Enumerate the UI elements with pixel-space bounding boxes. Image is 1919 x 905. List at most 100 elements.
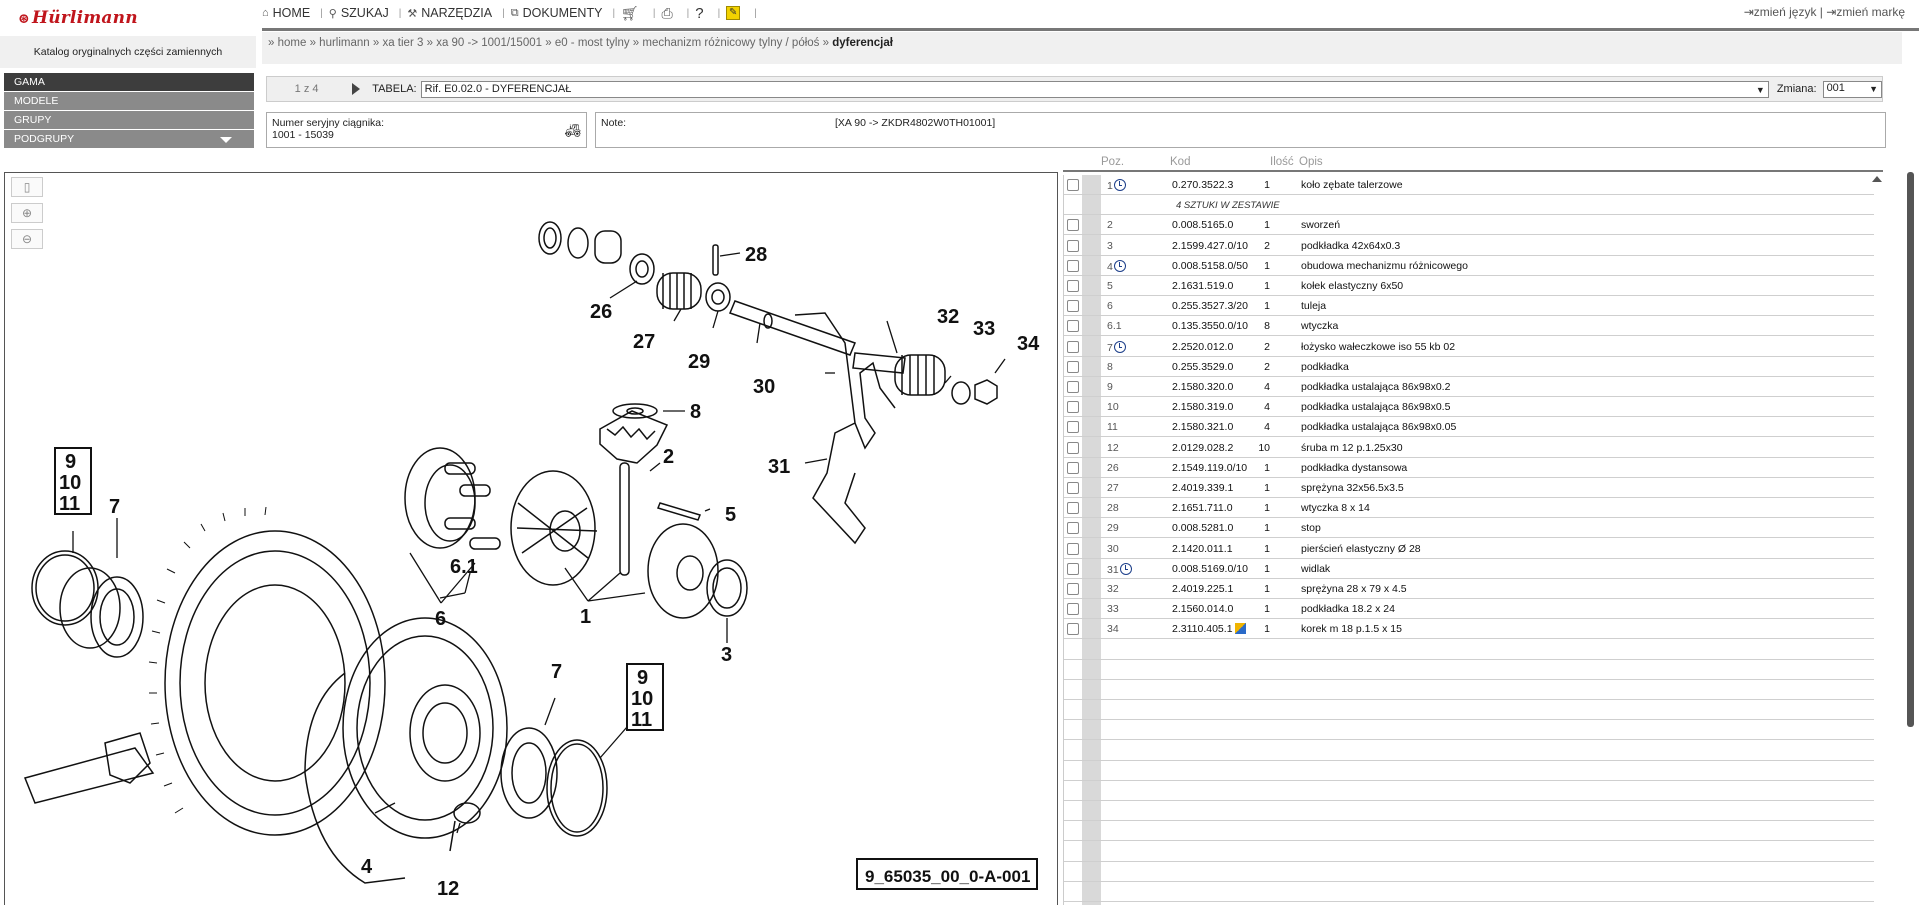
callout-27[interactable]: 27 [633,331,655,353]
nav-search[interactable]: ⚲SZUKAJ [329,6,389,20]
row-checkbox[interactable] [1067,603,1079,616]
exploded-diagram[interactable]: ▯ ⊕ ⊖ [4,172,1058,905]
breadcrumb-item[interactable]: home [277,37,307,49]
callout-30[interactable]: 30 [753,376,775,398]
breadcrumb-item[interactable]: hurlimann [319,37,370,49]
leftnav-podgrupy[interactable]: PODGRUPY [4,130,254,149]
tractor-icon[interactable]: 🚜︎ [564,123,581,138]
leftnav-modele[interactable]: MODELE [4,92,254,111]
callout-11-left[interactable]: 11 [59,493,80,515]
callout-2[interactable]: 2 [663,446,674,468]
row-checkbox[interactable] [1067,421,1079,434]
table-select[interactable]: Rif. E0.02.0 - DYFERENCJAŁ▼ [420,80,1769,98]
row-checkbox[interactable] [1067,259,1079,272]
row-checkbox[interactable] [1067,502,1079,515]
callout-7-right[interactable]: 7 [551,661,562,683]
leftnav-gama[interactable]: GAMA [4,73,254,92]
row-checkbox[interactable] [1067,401,1079,414]
row-checkbox[interactable] [1067,562,1079,575]
nav-docs[interactable]: ⧉DOKUMENTY [511,6,603,20]
callout-6[interactable]: 6 [435,608,446,630]
clock-icon[interactable] [1113,340,1126,353]
row-checkbox[interactable] [1067,482,1079,494]
clock-icon[interactable] [1113,259,1126,272]
next-page-icon[interactable] [352,83,361,95]
callout-10-right[interactable]: 10 [631,688,653,710]
row-checkbox[interactable] [1067,320,1079,333]
zoom-out-icon[interactable]: ⊖ [11,229,43,249]
callout-8[interactable]: 8 [690,401,701,423]
row-checkbox[interactable] [1067,300,1079,313]
row-checkbox[interactable] [1067,522,1079,535]
kit-icon[interactable] [1234,623,1246,635]
change-brand-link[interactable]: zmień markę [1836,5,1905,19]
callout-4[interactable]: 4 [361,856,373,878]
scrollbar-thumb[interactable] [1907,172,1914,727]
callout-9-right[interactable]: 9 [637,667,648,689]
row-checkbox[interactable] [1067,381,1079,393]
row-checkbox[interactable] [1067,441,1079,454]
breadcrumb-item[interactable]: xa 90 -> 1001/15001 [436,37,543,49]
fit-page-icon[interactable]: ▯ [11,177,43,197]
change-select[interactable]: 001▼ [1822,80,1882,98]
print-button[interactable]: ⎙ [661,5,676,22]
breadcrumb-item[interactable]: xa tier 3 [382,37,424,49]
callout-34[interactable]: 34 [1017,333,1040,355]
nav-tools[interactable]: ⚒NARZĘDZIA [407,6,492,20]
zoom-in-icon[interactable]: ⊕ [11,203,43,223]
callout-10-left[interactable]: 10 [59,472,81,494]
clock-icon[interactable] [1113,179,1126,191]
page-scrollbar[interactable] [1905,172,1917,905]
scroll-up-icon[interactable] [1872,176,1882,182]
row-checkbox[interactable] [1067,340,1079,353]
cart-button[interactable]: 🛒︎ [621,5,643,22]
row-checkbox[interactable] [1067,179,1079,191]
callout-11-right[interactable]: 11 [631,709,652,731]
breadcrumb-item[interactable]: e0 - most tylny [554,37,630,49]
callout-9-left[interactable]: 9 [65,451,76,473]
callout-6-1[interactable]: 6.1 [450,556,478,578]
change-language-link[interactable]: zmień język [1753,5,1817,19]
callout-3[interactable]: 3 [721,644,732,666]
row-checkbox[interactable] [1067,239,1079,252]
row-checkbox[interactable] [1067,583,1079,595]
notes-button[interactable]: ✎ [726,6,744,20]
row-checkbox[interactable] [1067,623,1079,636]
callout-28[interactable]: 28 [745,244,767,266]
row-checkbox[interactable] [1067,280,1079,292]
callout-29[interactable]: 29 [688,351,710,373]
brand-logo[interactable]: ⊛Hürlimann [18,8,138,28]
callout-1[interactable]: 1 [580,606,591,628]
row-checkbox[interactable] [1067,219,1079,232]
clock-icon[interactable] [1119,562,1132,575]
callout-7-left[interactable]: 7 [109,496,120,518]
help-button[interactable]: ? [695,5,707,22]
leftnav-grupy[interactable]: GRUPY [4,111,254,130]
callout-12[interactable]: 12 [437,878,459,900]
callout-33[interactable]: 33 [973,318,995,340]
row-checkbox[interactable] [1067,542,1079,555]
callout-26[interactable]: 26 [590,301,612,323]
row-checkbox[interactable] [1067,360,1079,373]
nav-home[interactable]: ⌂HOME [262,6,310,20]
